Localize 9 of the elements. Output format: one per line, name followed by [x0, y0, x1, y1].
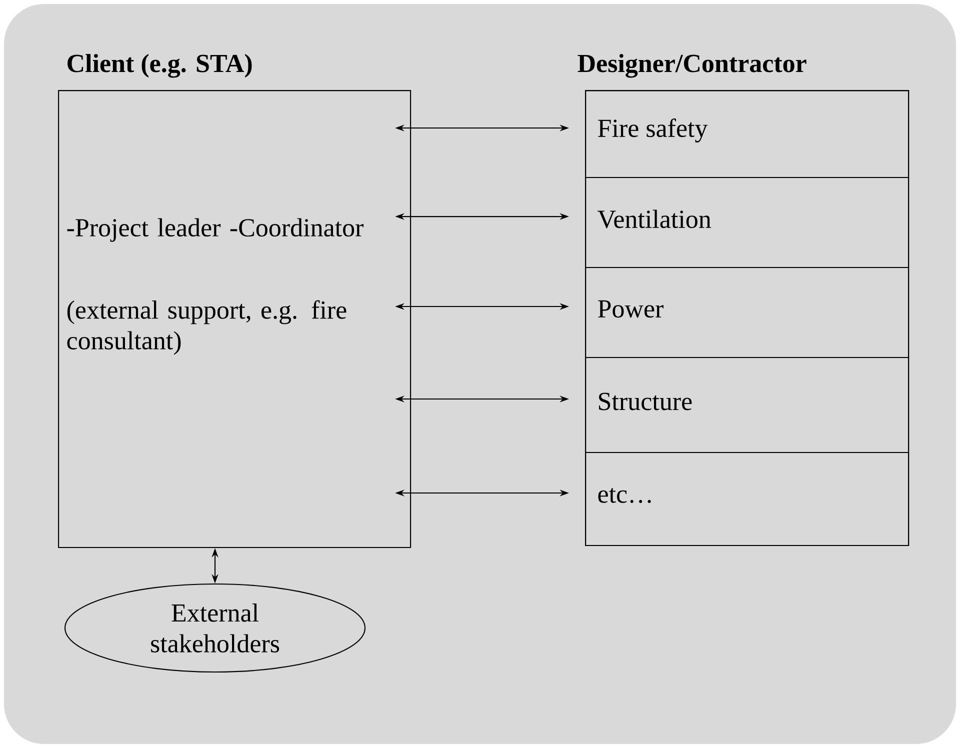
- box-heading: Designer/Contractor: [578, 54, 806, 78]
- discipline-cell: Ventilation: [585, 177, 910, 268]
- role-text: (external support, e.g. fire consultant): [67, 300, 346, 355]
- discipline-cell: Power: [585, 267, 910, 358]
- box-heading: Client (e.g. STA): [68, 54, 252, 78]
- discipline-cell: Fire safety: [585, 90, 910, 178]
- role-text: -Project leader -Coordinator: [67, 218, 364, 242]
- discipline-cell: Structure: [585, 357, 910, 454]
- discipline-cell: etc…: [585, 452, 910, 546]
